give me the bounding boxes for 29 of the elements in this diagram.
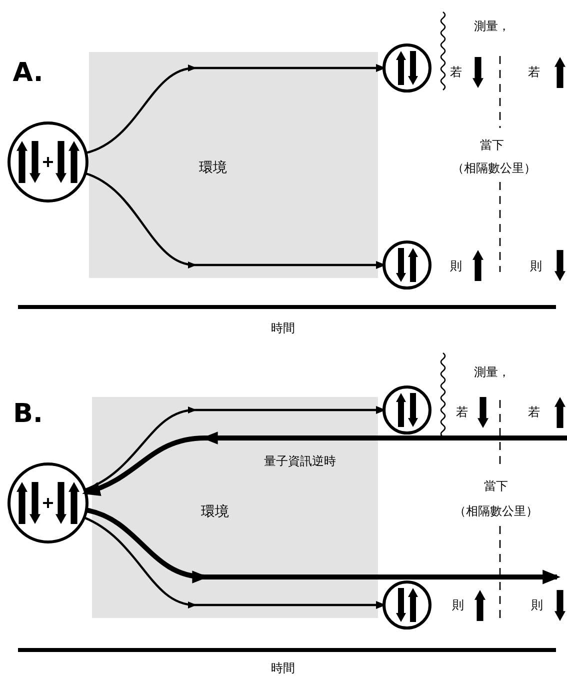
text-label: 環境 <box>199 161 227 175</box>
text-label: 時間 <box>271 662 295 674</box>
spin-state-circle <box>382 580 432 630</box>
text-label: 若 <box>450 66 462 78</box>
spin-state-circle <box>382 240 432 290</box>
spin-state-circle <box>382 386 432 434</box>
text-label: 若 <box>528 406 540 418</box>
text-label: （相隔數公里） <box>454 505 538 517</box>
text-label: 則 <box>531 599 543 611</box>
text-label: （相隔數公里） <box>452 162 536 174</box>
text-label: 當下 <box>484 480 508 492</box>
text-label: 則 <box>530 260 542 272</box>
text-label: 當下 <box>480 139 504 151</box>
panel-letter: A. <box>12 60 44 86</box>
spin-state-circle <box>382 44 432 92</box>
text-label: 若 <box>528 66 540 78</box>
arrow <box>82 432 567 496</box>
text-label: 測量， <box>474 20 510 32</box>
text-label: 測量， <box>474 366 510 378</box>
spin-state-circle <box>8 462 88 544</box>
text-label: 環境 <box>201 505 229 519</box>
edge-label: 量子資訊逆時 <box>264 455 336 467</box>
panel-letter: B. <box>13 401 43 427</box>
arrow <box>86 508 560 584</box>
text-label: 若 <box>456 406 468 418</box>
text-label: 時間 <box>271 322 295 334</box>
spin-state-circle <box>8 122 88 202</box>
text-label: 則 <box>452 599 464 611</box>
text-label: 則 <box>450 260 462 272</box>
